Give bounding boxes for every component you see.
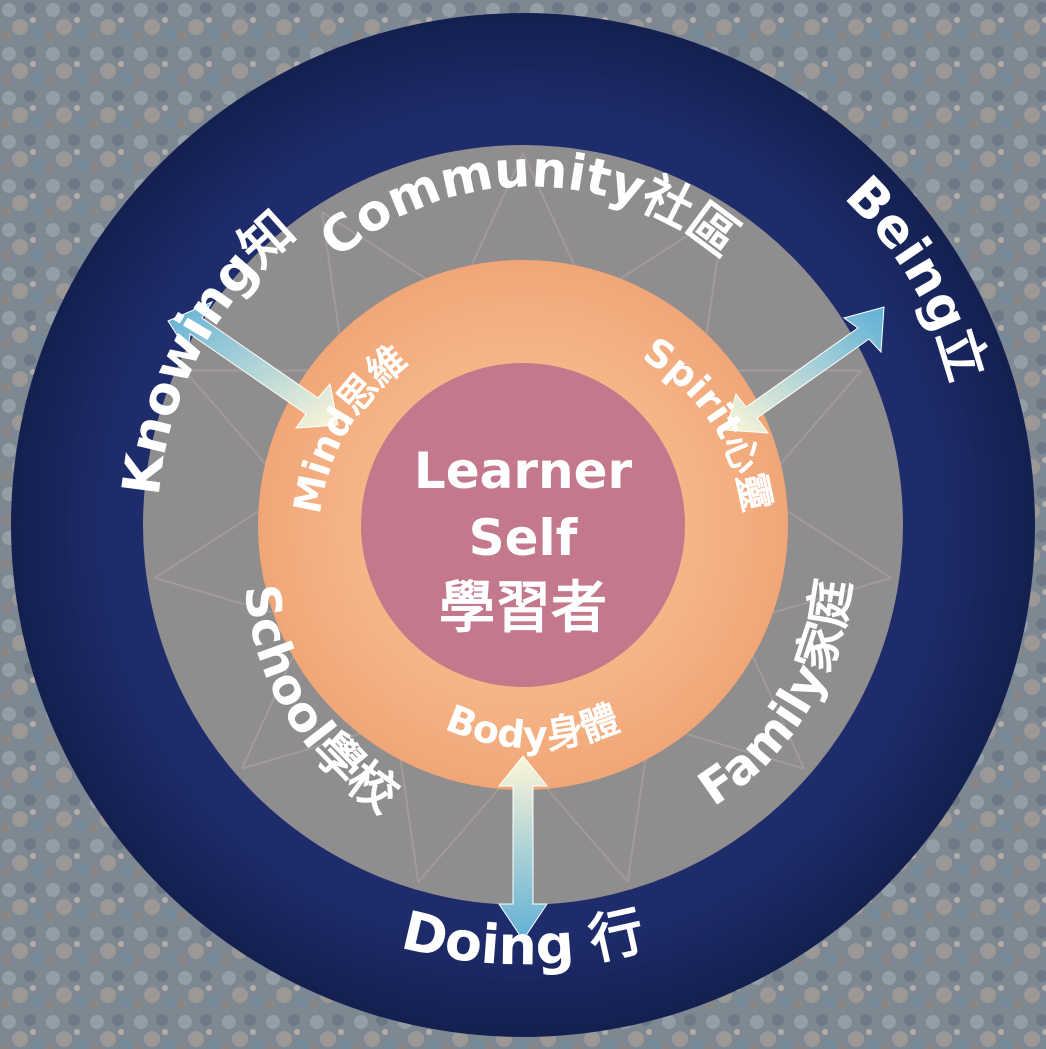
being-arrow bbox=[725, 306, 885, 434]
doing-arrow bbox=[497, 755, 549, 941]
center-chinese: 學習者 bbox=[439, 576, 607, 641]
center-self: Self bbox=[469, 509, 579, 567]
center-learner: Learner bbox=[414, 442, 633, 500]
center-circle bbox=[361, 363, 685, 687]
knowing-arrow bbox=[167, 300, 339, 429]
